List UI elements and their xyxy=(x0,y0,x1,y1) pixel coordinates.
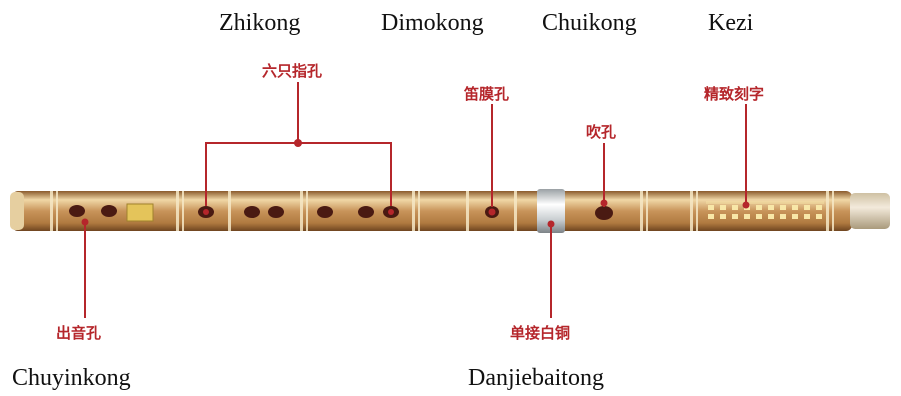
label-membrane-hole: 笛膜孔 xyxy=(464,85,510,103)
label-sound-hole: 出音孔 xyxy=(56,324,102,342)
label-copper-joint: 单接白铜 xyxy=(510,324,571,342)
flute-end-cap xyxy=(850,193,890,229)
copper-joint-ring xyxy=(537,189,565,233)
label-engraving: 精致刻字 xyxy=(704,85,765,103)
annotation-dots xyxy=(81,139,750,228)
sound-hole-1 xyxy=(69,205,85,217)
brand-plaque xyxy=(126,203,154,222)
annotation-lines xyxy=(84,82,747,318)
label-blow-hole: 吹孔 xyxy=(586,123,617,141)
label-zhikong: Zhikong xyxy=(219,10,301,36)
finger-hole-5 xyxy=(358,206,374,218)
finger-hole-4 xyxy=(317,206,333,218)
blow-hole xyxy=(595,206,613,220)
finger-hole-2 xyxy=(244,206,260,218)
label-danjiebaitong: Danjiebaitong xyxy=(468,365,604,391)
label-kezi: Kezi xyxy=(708,10,754,36)
flute-bindings xyxy=(50,191,834,231)
flute-left-cap xyxy=(10,192,24,230)
label-chuikong: Chuikong xyxy=(542,10,637,36)
flute-holes xyxy=(69,205,613,220)
finger-hole-3 xyxy=(268,206,284,218)
sound-hole-2 xyxy=(101,205,117,217)
engraving-marks xyxy=(706,201,824,219)
label-dimokong: Dimokong xyxy=(381,10,484,36)
label-chuyinkong: Chuyinkong xyxy=(12,365,131,391)
label-six-finger-holes: 六只指孔 xyxy=(262,62,323,80)
